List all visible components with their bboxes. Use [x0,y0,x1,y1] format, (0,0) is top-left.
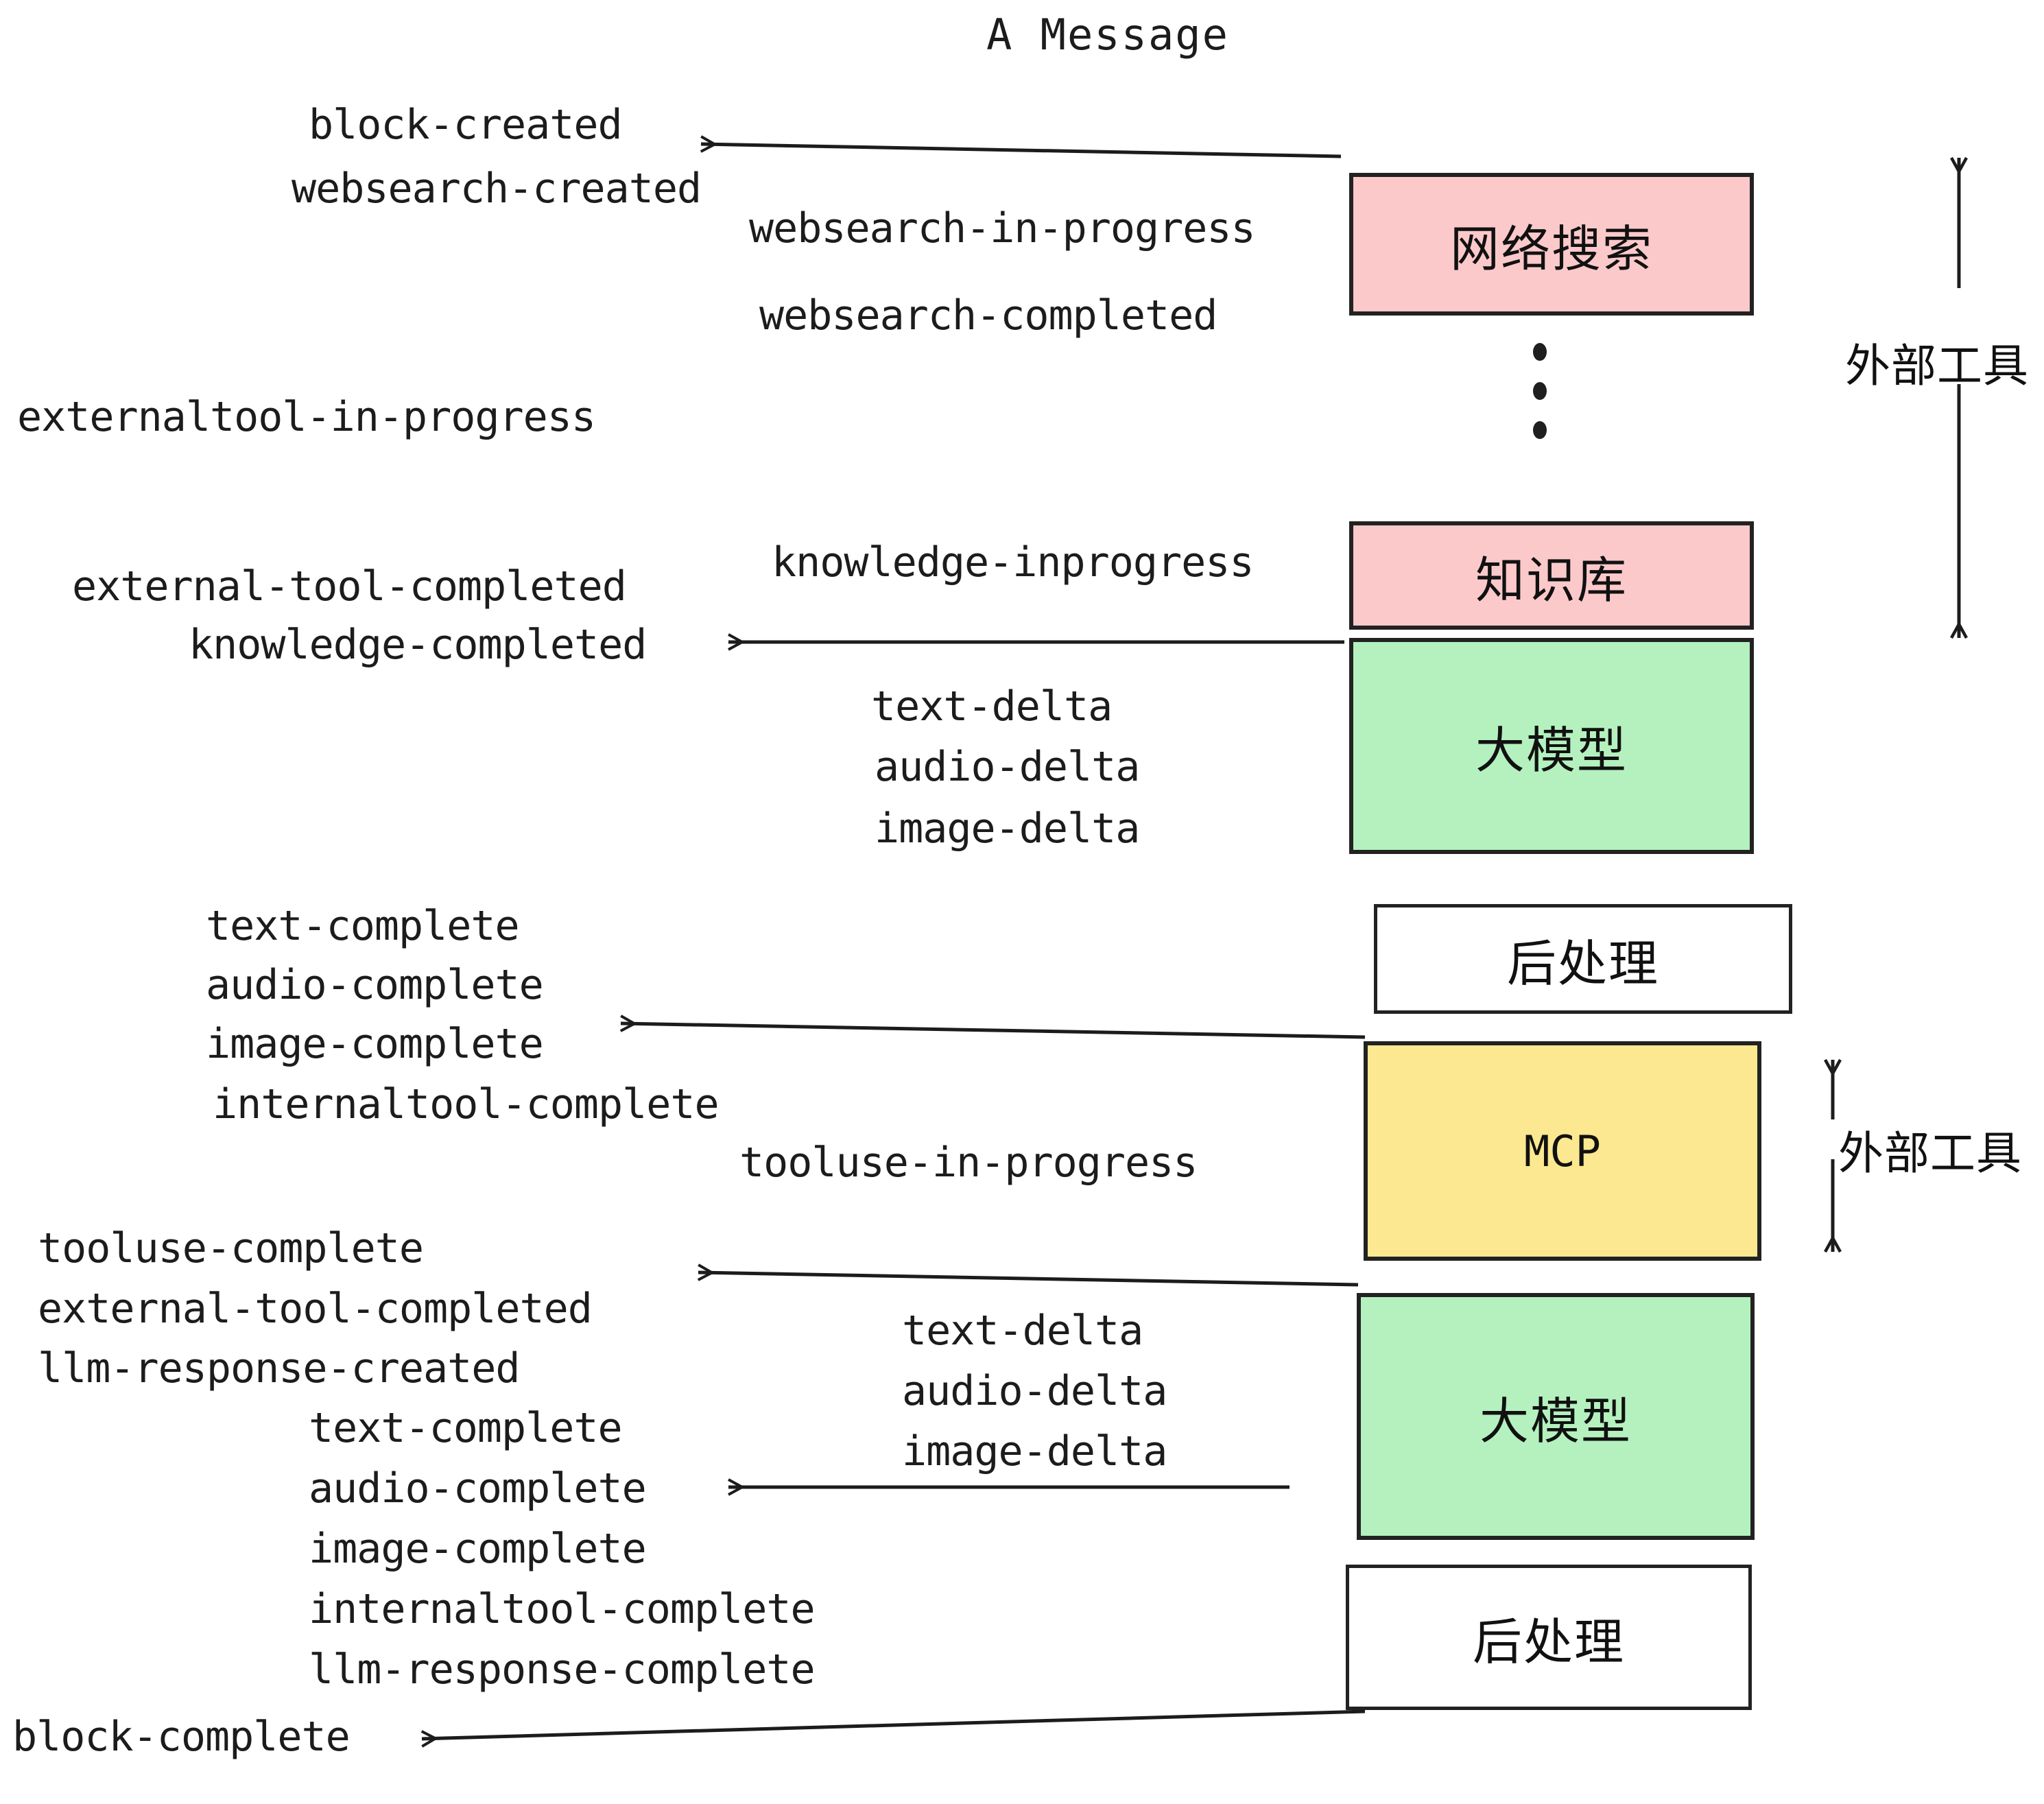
node-box-postprocess-1[interactable]: 后处理 [1374,904,1792,1014]
event-label-image-delta-1: image-delta [875,805,1140,853]
event-label-external-tool-completed-2: external-tool-completed [38,1285,593,1333]
event-label-audio-delta-2: audio-delta [902,1367,1167,1415]
node-box-postprocess-2[interactable]: 后处理 [1346,1565,1752,1710]
node-label-postprocess-1: 后处理 [1506,934,1659,993]
node-box-llm-1[interactable]: 大模型 [1349,638,1754,854]
event-label-image-delta-2: image-delta [902,1427,1167,1475]
node-label-llm-2: 大模型 [1479,1392,1632,1450]
arrow-block-complete [422,1709,1366,1739]
event-label-text-delta-1: text-delta [871,683,1113,731]
event-label-internaltool-complete-1: internaltool-complete [213,1080,720,1128]
arrow-block-created [701,144,1342,158]
event-label-block-created: block-created [309,101,623,149]
event-label-knowledge-inprogress: knowledge-inprogress [772,538,1254,586]
arrow-image-complete [621,1023,1366,1039]
event-label-websearch-completed: websearch-completed [759,292,1217,340]
event-label-image-complete-2: image-complete [309,1525,647,1573]
event-label-externaltool-in-progress: externaltool-in-progress [17,393,596,441]
event-label-audio-complete-1: audio-complete [206,961,544,1009]
node-label-mcp: MCP [1524,1126,1601,1176]
node-label-postprocess-2: 后处理 [1472,1613,1625,1671]
event-label-websearch-in-progress: websearch-in-progress [749,204,1256,252]
event-label-text-complete-2: text-complete [309,1404,623,1452]
event-label-text-complete-1: text-complete [206,902,520,950]
node-box-knowledge[interactable]: 知识库 [1349,521,1754,630]
vertical-ellipsis-icon [1532,343,1547,439]
node-box-llm-2[interactable]: 大模型 [1357,1293,1755,1540]
side-label-external-tools-top: 外部工具 [1845,340,2029,392]
node-label-llm-1: 大模型 [1475,722,1628,779]
page-title: A Message [986,10,1229,60]
arrow-tooluse-complete [698,1272,1359,1287]
event-label-audio-delta-1: audio-delta [875,743,1140,791]
event-label-internaltool-complete-2: internaltool-complete [309,1585,816,1633]
event-label-block-complete: block-complete [12,1713,350,1761]
event-label-tooluse-complete: tooluse-complete [38,1224,424,1272]
node-box-mcp[interactable]: MCP [1364,1041,1761,1261]
event-label-llm-response-created: llm-response-created [38,1344,520,1392]
event-label-image-complete-1: image-complete [206,1020,544,1068]
node-box-websearch[interactable]: 网络搜索 [1349,173,1754,316]
event-label-external-tool-completed-1: external-tool-completed [72,562,627,610]
event-label-websearch-created: websearch-created [292,165,702,213]
node-label-websearch: 网络搜索 [1449,219,1653,278]
event-label-knowledge-completed: knowledge-completed [189,621,647,669]
event-label-audio-complete-2: audio-complete [309,1464,647,1512]
event-label-tooluse-in-progress: tooluse-in-progress [739,1139,1198,1187]
event-label-llm-response-complete: llm-response-complete [309,1646,816,1694]
side-label-external-tools-bottom: 外部工具 [1838,1127,2022,1180]
node-label-knowledge: 知识库 [1475,551,1628,609]
event-label-text-delta-2: text-delta [902,1307,1143,1355]
